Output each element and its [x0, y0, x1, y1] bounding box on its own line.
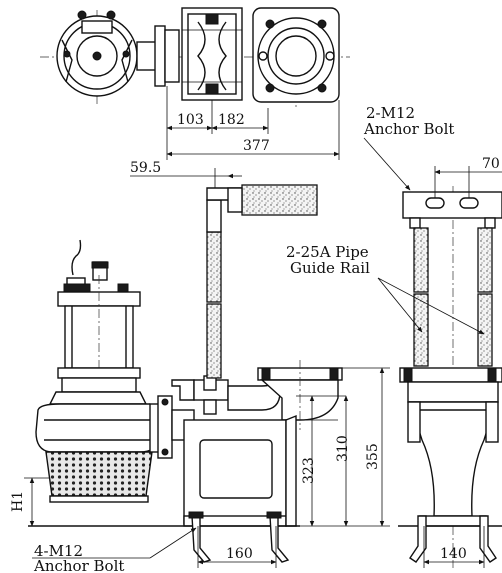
bottom-anchor-bolt-label: Anchor Bolt [33, 557, 124, 573]
front-rail-right-lower [477, 293, 493, 367]
outlet-flange-top [252, 7, 340, 103]
front-elevation: 140 70 [363, 137, 502, 568]
base-elbow [183, 414, 297, 527]
dim-59-5: 59.5 [130, 160, 161, 176]
guide-rail-pipe-lower [206, 303, 222, 379]
top-anchor-bolt-label: Anchor Bolt [363, 120, 454, 138]
side-elevation: H1 323 310 355 160 [10, 184, 390, 568]
dim-h1: H1 [10, 491, 26, 512]
dim-323: 323 [301, 457, 317, 484]
guide-rail-label: Guide Rail [290, 259, 370, 277]
pump-top-body [56, 10, 138, 97]
front-rail-left-lower [413, 293, 429, 367]
dim-355: 355 [365, 443, 381, 470]
guide-rail-pipe-upper [206, 231, 222, 303]
front-rail-left-upper [413, 227, 429, 293]
dim-70: 70 [482, 156, 500, 172]
front-rail-right-upper [477, 227, 493, 293]
dim-103: 103 [177, 112, 204, 128]
dim-377: 377 [243, 138, 270, 154]
top-anchor-bolt-spec: 2-M12 [366, 104, 415, 122]
dim-182: 182 [218, 112, 245, 128]
dim-310: 310 [335, 435, 351, 462]
guide-rail-spec: 2-25A Pipe [286, 243, 369, 261]
guide-block-top [181, 7, 243, 101]
bottom-anchor-bolt-spec: 4-M12 [34, 542, 83, 560]
top-plan-view: 103 182 377 [40, 7, 350, 160]
dim-160: 160 [226, 546, 253, 562]
dim-140: 140 [440, 546, 467, 562]
top-bracket-concrete [241, 184, 318, 216]
